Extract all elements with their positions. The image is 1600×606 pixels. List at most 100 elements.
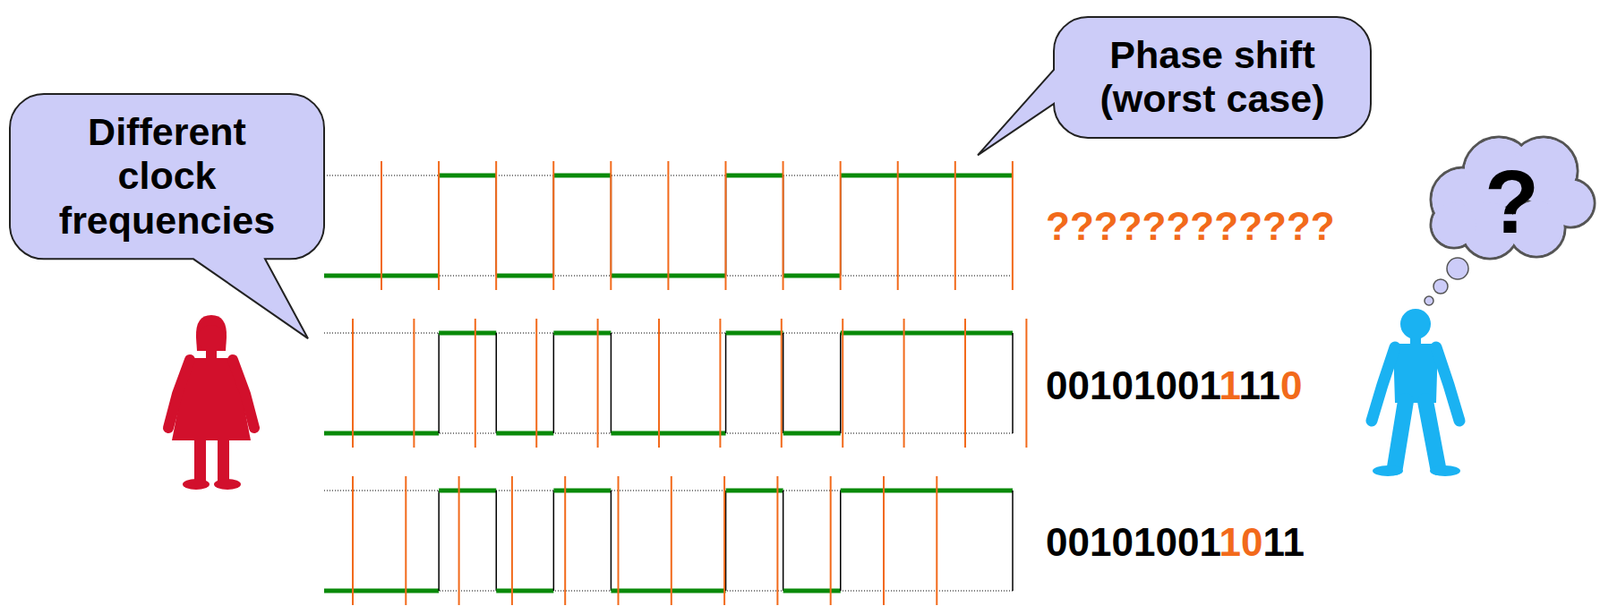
bit: ? <box>1045 204 1070 249</box>
man-foot <box>1429 465 1461 477</box>
signal-edge <box>839 490 842 591</box>
speech-bubble <box>977 17 1371 155</box>
signal-edge <box>725 333 728 434</box>
sample-line <box>782 161 785 291</box>
sample-line <box>351 318 354 448</box>
sample-line <box>458 476 461 606</box>
signal-edge <box>782 333 785 434</box>
signal-level <box>783 589 841 594</box>
woman-hair <box>196 315 227 351</box>
signal-level <box>783 431 841 437</box>
sample-line <box>1011 161 1014 291</box>
bit: ? <box>1142 204 1167 249</box>
bit: 1 <box>1089 363 1112 408</box>
bit: 0 <box>1067 363 1089 408</box>
changed-bit: 1 <box>1218 363 1239 408</box>
signal-level <box>840 331 1013 336</box>
callout-text: Phase shift (worst case) <box>1089 33 1335 122</box>
man-foot <box>1372 465 1404 477</box>
bit: 1 <box>1258 363 1281 408</box>
bit: ? <box>1118 204 1143 249</box>
signal-level <box>496 273 554 279</box>
callout-bubble: Different clock frequencies <box>9 94 325 259</box>
signal-edge <box>553 333 556 434</box>
signal-level <box>438 173 497 179</box>
thought-dot <box>1446 257 1469 280</box>
sample-line <box>495 161 497 291</box>
woman-foot <box>213 479 241 490</box>
bit: 0 <box>1067 520 1089 565</box>
signal-level <box>726 331 784 336</box>
bit: 1 <box>1198 363 1219 408</box>
signal-level <box>726 173 784 179</box>
sample-line <box>412 318 415 448</box>
man-leg <box>1425 401 1438 468</box>
bit: 0 <box>1111 520 1133 565</box>
bit: ? <box>1189 204 1215 249</box>
signal-row <box>324 161 1013 291</box>
signal-end <box>1011 490 1014 591</box>
bit-string: ???????????? <box>1045 206 1335 247</box>
signal-level <box>496 431 554 437</box>
man-figure <box>1371 308 1461 477</box>
sample-line <box>780 318 783 448</box>
man-arm <box>1371 347 1395 421</box>
bit: ? <box>1165 204 1190 249</box>
sample-line <box>658 318 660 448</box>
bit: 1 <box>1282 520 1304 565</box>
sample-line <box>609 161 612 291</box>
sample-line <box>903 318 906 448</box>
reference-line <box>324 590 1013 592</box>
signal-level <box>783 273 841 279</box>
cloud-fill <box>1432 203 1477 248</box>
sample-line <box>954 161 957 291</box>
bit: 1 <box>1133 363 1156 408</box>
woman-arm <box>232 359 255 428</box>
signal-level <box>840 488 1013 494</box>
bit: 0 <box>1155 520 1177 565</box>
bit: ? <box>1214 204 1239 249</box>
bit: 0 <box>1177 363 1199 408</box>
woman-arm <box>168 359 190 428</box>
signal-level <box>438 488 497 494</box>
sample-line <box>552 161 555 291</box>
reference-line <box>324 433 1013 435</box>
bit-string: 001010011011 <box>1045 522 1305 563</box>
changed-bit: 1 <box>1218 520 1241 565</box>
sample-line <box>564 476 566 606</box>
sample-line <box>1025 318 1027 448</box>
signal-level <box>610 431 726 437</box>
thought-dot <box>1424 296 1434 306</box>
man-torso <box>1393 343 1438 403</box>
bit: 0 <box>1045 363 1068 408</box>
woman-figure <box>168 315 255 490</box>
signal-level <box>496 589 554 594</box>
signal-edge <box>553 490 556 591</box>
bit: ? <box>1094 204 1119 249</box>
signal-end <box>1011 333 1014 434</box>
woman-foot <box>182 479 210 490</box>
changed-bit: 0 <box>1240 520 1263 565</box>
sample-line <box>617 476 620 606</box>
thought-dot <box>1433 279 1448 294</box>
bit: 1 <box>1262 520 1283 565</box>
sample-line <box>897 161 899 291</box>
sample-line <box>474 318 477 448</box>
signal-level <box>324 431 439 437</box>
signal-level <box>553 173 611 179</box>
signal-level <box>438 331 497 336</box>
callout-text: Different clock frequencies <box>41 110 293 243</box>
signal-level <box>553 331 611 336</box>
sample-line <box>597 318 599 448</box>
bit: 1 <box>1133 520 1156 565</box>
sample-line <box>535 318 538 448</box>
sample-line <box>718 318 721 448</box>
woman-leg <box>194 438 206 482</box>
question-mark: ? <box>1428 156 1595 247</box>
reference-line <box>324 490 1013 492</box>
bit: 1 <box>1198 520 1219 565</box>
sample-line <box>964 318 967 448</box>
bit: 0 <box>1155 363 1177 408</box>
bit: ? <box>1238 204 1263 249</box>
signal-level <box>726 488 784 494</box>
